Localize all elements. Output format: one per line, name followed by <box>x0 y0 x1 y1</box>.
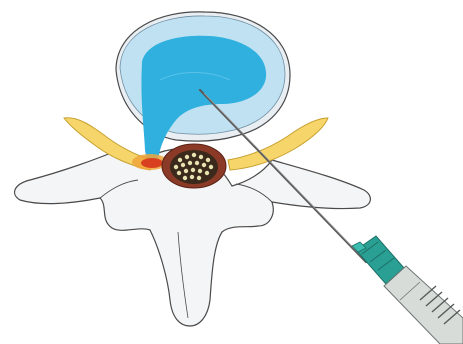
needle-shaft-highlight <box>204 93 364 259</box>
syringe <box>384 266 463 344</box>
inflamed-nerve-root <box>141 158 163 168</box>
nucleus-pulposus-herniated <box>141 36 266 162</box>
